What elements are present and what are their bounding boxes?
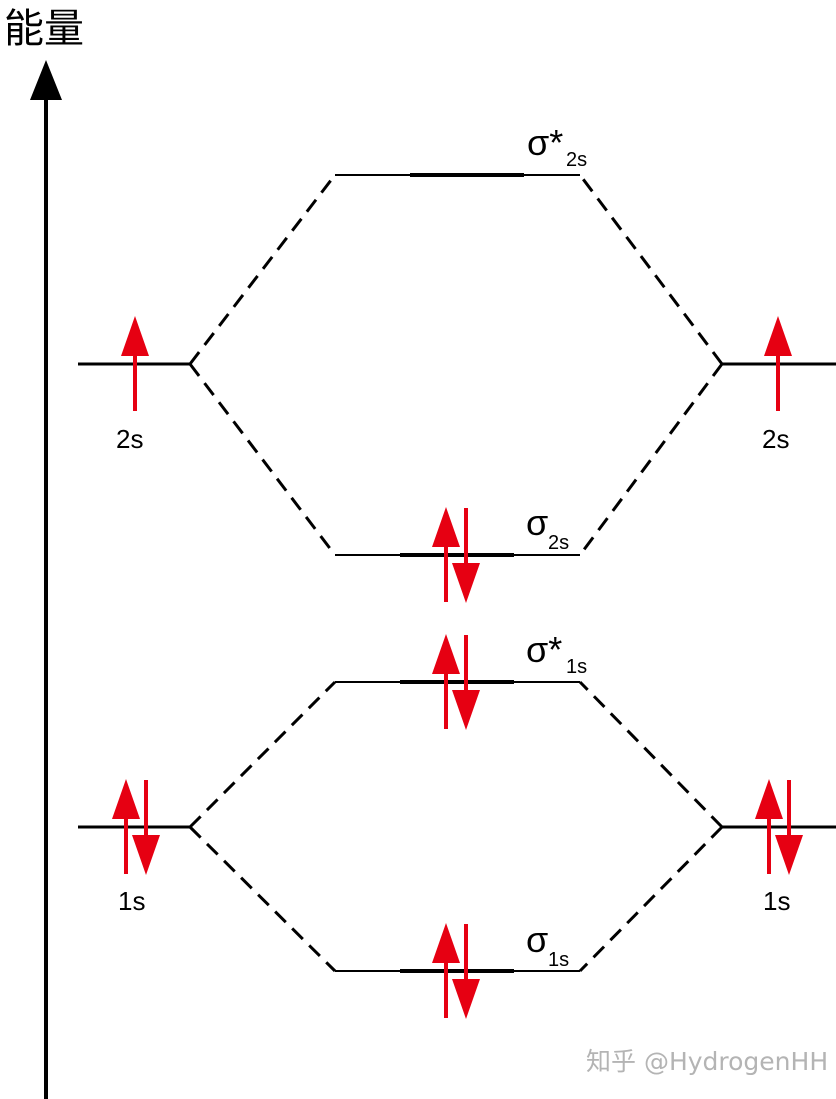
mo-sigma-2s: σ 2s (335, 502, 580, 605)
mo-subscript: 1s (566, 656, 587, 678)
mo-subscript: 2s (566, 149, 587, 171)
atomic-orbital-left-2s: 2s (78, 314, 190, 454)
mo-subscript: 2s (548, 532, 569, 554)
correlation-lines (188, 174, 724, 973)
axis-title: 能量 (4, 6, 84, 52)
atomic-orbital-right-1s: 1s (722, 777, 836, 916)
watermark: 知乎 @HydrogenHH (586, 1047, 828, 1076)
mo-sigma-1s: σ 1s (335, 919, 580, 1021)
mo-subscript: 1s (548, 949, 569, 971)
orbital-label: 2s (116, 424, 143, 454)
orbital-label: 2s (762, 424, 789, 454)
mo-symbol: σ (526, 502, 548, 543)
orbital-label: 1s (118, 886, 145, 916)
mo-symbol: σ (526, 919, 548, 960)
energy-axis (30, 60, 62, 1099)
mo-sigma-star-2s: σ* 2s (335, 122, 587, 177)
mo-sigma-star-1s: σ* 1s (335, 629, 587, 732)
orbital-label: 1s (763, 886, 790, 916)
atomic-orbital-left-1s: 1s (78, 777, 190, 916)
mo-symbol: σ* (527, 122, 563, 163)
atomic-orbital-right-2s: 2s (722, 314, 836, 454)
mo-symbol: σ* (526, 629, 562, 670)
